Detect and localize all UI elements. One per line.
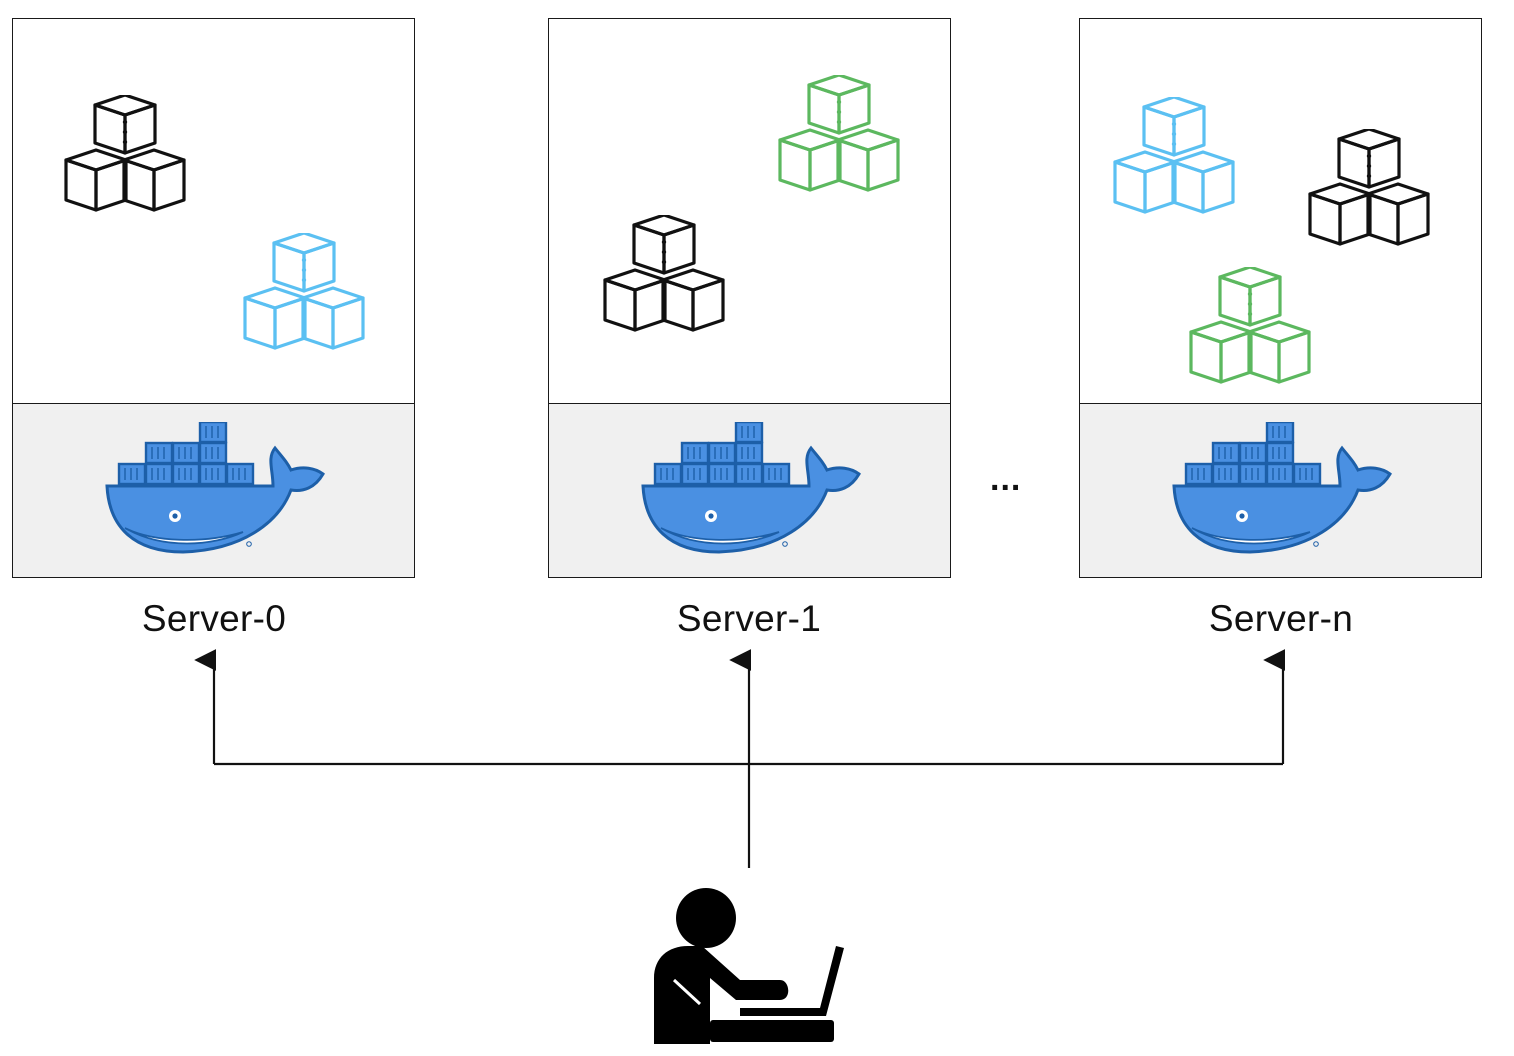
server-label: Server-1 (676, 598, 822, 639)
server-1-box (548, 18, 951, 578)
server-label: Server-n (1208, 598, 1354, 639)
server-n-box (1079, 18, 1482, 578)
container-runtime (13, 403, 414, 577)
server-label: Server-0 (141, 598, 287, 639)
server-0-box (12, 18, 415, 578)
more-servers-ellipsis: ... (990, 460, 1022, 498)
container-runtime (549, 403, 950, 577)
user-laptop-icon (654, 888, 844, 1044)
container-runtime (1080, 403, 1481, 577)
